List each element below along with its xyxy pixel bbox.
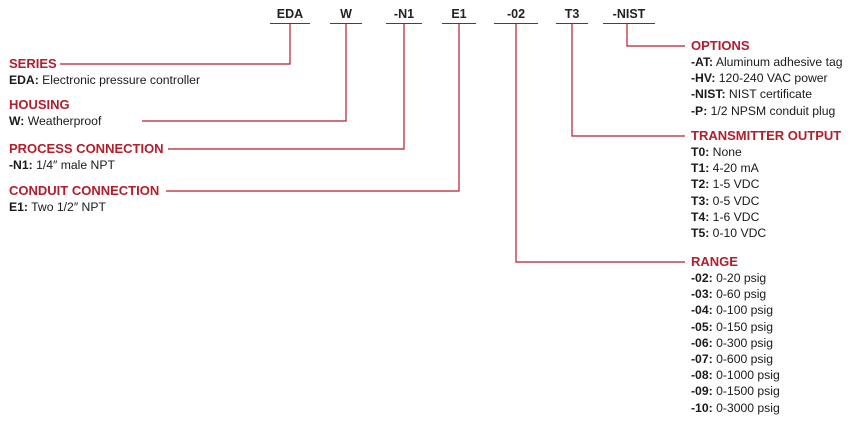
connector-series bbox=[60, 24, 291, 65]
code-options: -NIST bbox=[603, 6, 655, 24]
list-item: -07: 0-600 psig bbox=[691, 352, 773, 367]
connector-process bbox=[168, 24, 405, 150]
list-item: EDA: Electronic pressure controller bbox=[9, 73, 201, 87]
transmitter-output-title: TRANSMITTER OUTPUT bbox=[691, 128, 842, 143]
list-item: -10: 0-3000 psig bbox=[691, 400, 780, 415]
series-title: SERIES bbox=[9, 56, 57, 71]
connector-housing bbox=[142, 24, 347, 122]
connector-options bbox=[626, 24, 685, 47]
list-item: T4: 1-6 VDC bbox=[691, 209, 760, 224]
list-item: -02: 0-20 psig bbox=[691, 271, 767, 285]
section-options: OPTIONS -AT: Aluminum adhesive tag -HV: … bbox=[691, 38, 843, 119]
process-connection-title: PROCESS CONNECTION bbox=[9, 141, 164, 156]
code-series: EDA bbox=[270, 6, 310, 24]
list-item: -06: 0-300 psig bbox=[691, 335, 773, 350]
section-process-connection: PROCESS CONNECTION -N1: 1/4″ male NPT bbox=[9, 141, 164, 173]
code-conduit-connection: E1 bbox=[442, 6, 476, 24]
list-item: W: Weatherproof bbox=[9, 114, 102, 128]
list-item: -P: 1/2 NPSM conduit plug bbox=[691, 103, 836, 118]
section-housing: HOUSING W: Weatherproof bbox=[9, 97, 101, 129]
list-item: T5: 0-10 VDC bbox=[691, 226, 767, 241]
list-item: -N1: 1/4″ male NPT bbox=[9, 158, 115, 172]
range-title: RANGE bbox=[691, 254, 738, 269]
code-housing: W bbox=[330, 6, 362, 24]
connector-range bbox=[515, 24, 685, 263]
list-item: -NIST: NIST certificate bbox=[691, 87, 812, 102]
list-item: -HV: 120-240 VAC power bbox=[691, 71, 828, 86]
list-item: T1: 4-20 mA bbox=[691, 161, 759, 176]
list-item: T3: 0-5 VDC bbox=[691, 193, 760, 208]
connector-conduit bbox=[166, 24, 460, 192]
list-item: -09: 0-1500 psig bbox=[691, 384, 780, 399]
code-process-connection: -N1 bbox=[386, 6, 422, 24]
section-range: RANGE -02: 0-20 psig -03: 0-60 psig -04:… bbox=[691, 254, 780, 416]
section-transmitter-output: TRANSMITTER OUTPUT T0: None T1: 4-20 mA … bbox=[691, 128, 841, 241]
code-range: -02 bbox=[494, 6, 538, 24]
list-item: -04: 0-100 psig bbox=[691, 303, 773, 318]
options-title: OPTIONS bbox=[691, 38, 750, 53]
code-transmitter-output: T3 bbox=[556, 6, 588, 24]
list-item: -AT: Aluminum adhesive tag bbox=[691, 55, 843, 69]
conduit-connection-title: CONDUIT CONNECTION bbox=[9, 183, 160, 198]
section-conduit-connection: CONDUIT CONNECTION E1: Two 1/2″ NPT bbox=[9, 183, 159, 215]
list-item: T0: None bbox=[691, 145, 742, 159]
housing-title: HOUSING bbox=[9, 97, 70, 112]
connector-transmitter bbox=[571, 24, 685, 137]
list-item: -05: 0-150 psig bbox=[691, 319, 773, 334]
list-item: -08: 0-1000 psig bbox=[691, 368, 780, 383]
list-item: -03: 0-60 psig bbox=[691, 287, 767, 302]
section-series: SERIES EDA: Electronic pressure controll… bbox=[9, 56, 200, 88]
list-item: E1: Two 1/2″ NPT bbox=[9, 200, 106, 214]
list-item: T2: 1-5 VDC bbox=[691, 177, 760, 192]
